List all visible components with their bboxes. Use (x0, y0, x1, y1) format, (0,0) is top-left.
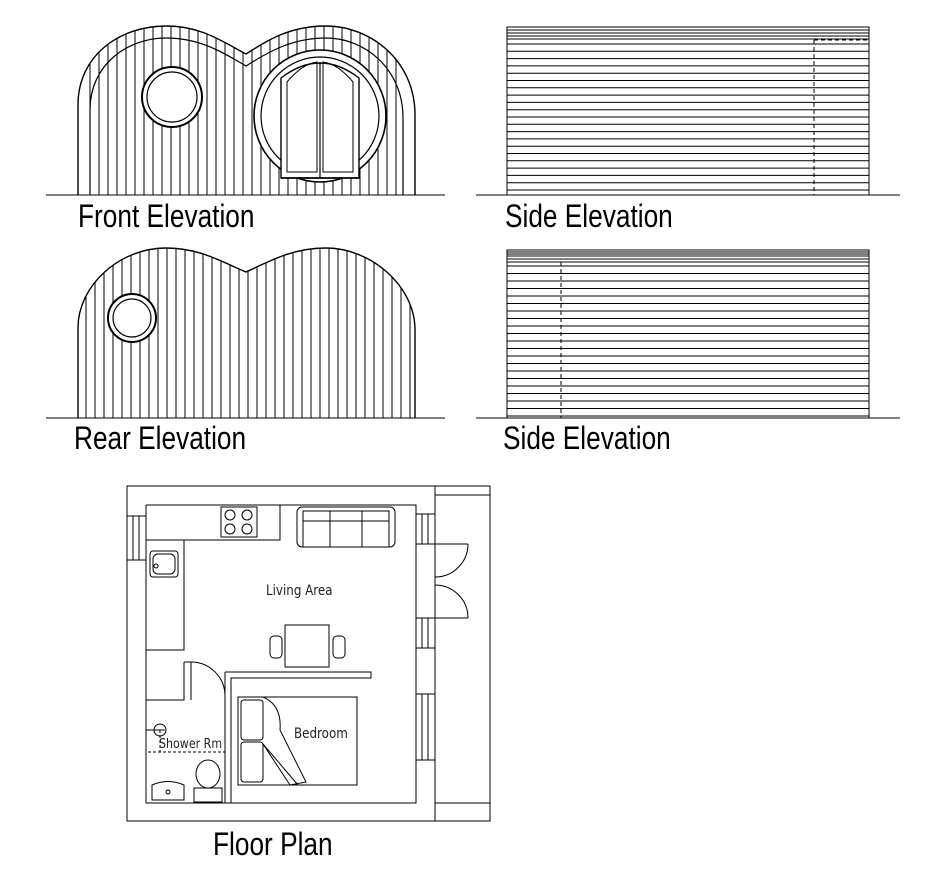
front-round-door (254, 50, 386, 182)
rear-elevation (46, 240, 445, 418)
floor-plan (127, 486, 490, 821)
front-roof-outline (78, 26, 415, 195)
plan-bathroom-door (191, 662, 225, 700)
room-label-shower: Shower Rm (159, 737, 223, 752)
front-elevation (46, 20, 445, 195)
front-elevation-label: Front Elevation (78, 198, 255, 234)
room-label-living-area: Living Area (266, 583, 333, 599)
rear-porthole-window (108, 294, 156, 342)
plan-inner-wall (146, 505, 416, 803)
plan-window-right-mid (416, 618, 435, 648)
side-elevation-label-2: Side Elevation (503, 420, 671, 456)
side-elevation-label-1: Side Elevation (505, 198, 673, 234)
plan-window-left (127, 516, 146, 560)
side-elevation-2 (476, 250, 900, 418)
plan-dining-table (270, 625, 345, 667)
plan-basin (152, 782, 184, 801)
rear-roof-outline (78, 248, 415, 418)
plan-partition-walls (146, 662, 371, 803)
plan-sofa (297, 507, 395, 547)
plan-cooktop (221, 507, 257, 537)
plan-outer-wall (127, 486, 490, 821)
plan-kitchen-counter (146, 505, 280, 650)
plan-window-right-low (416, 694, 435, 760)
front-porthole-window (142, 67, 202, 127)
rear-elevation-label: Rear Elevation (74, 420, 247, 456)
plan-shower (146, 724, 225, 752)
floor-plan-label: Floor Plan (213, 826, 333, 862)
front-roof-inner (90, 38, 403, 195)
room-label-bedroom: Bedroom (294, 726, 348, 742)
plan-double-doors (435, 544, 468, 618)
plan-window-right-top (416, 514, 435, 544)
plan-kitchen-sink (150, 551, 178, 577)
plan-toilet (194, 760, 222, 802)
side-elevation-1 (476, 27, 900, 195)
plan-bed (238, 697, 357, 785)
